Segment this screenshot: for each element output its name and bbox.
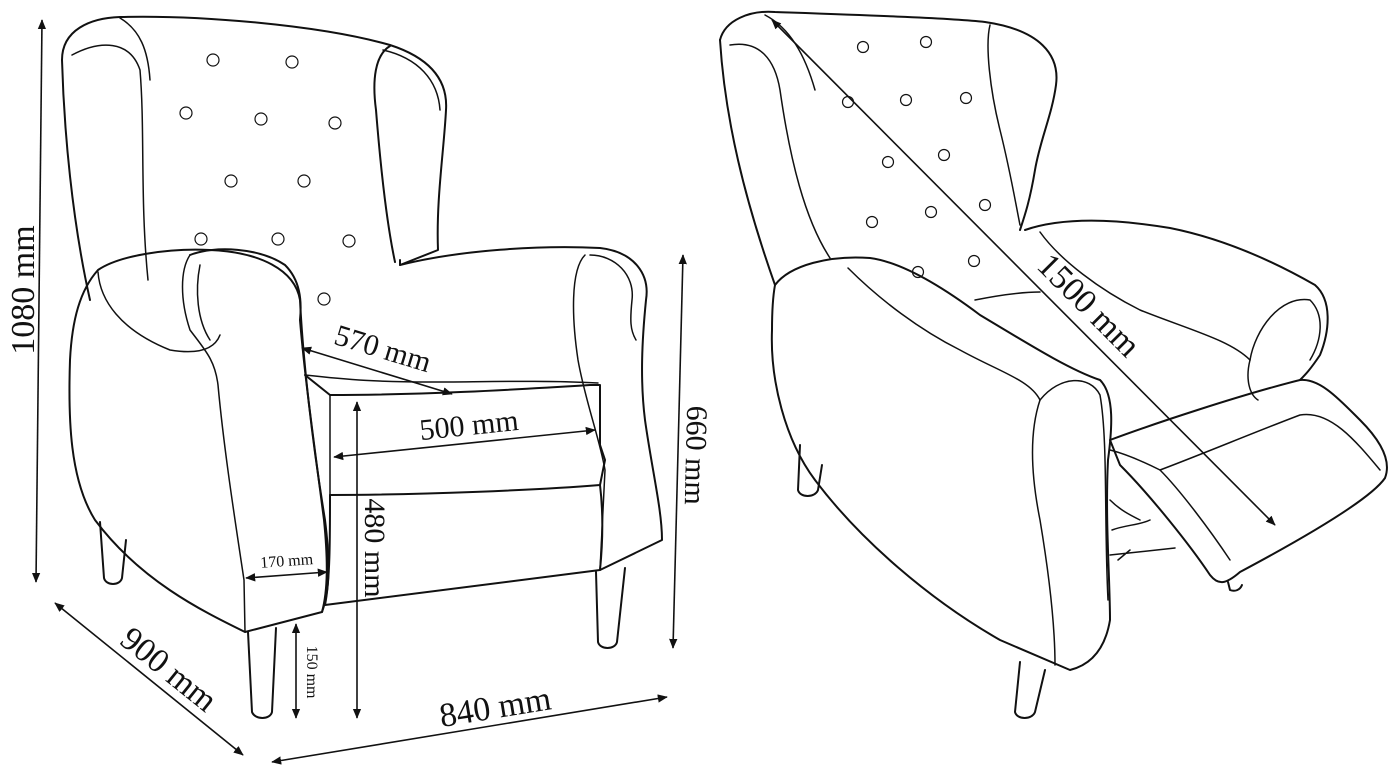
front-left-leg <box>247 627 277 719</box>
leg-height-label: 150 mm <box>303 646 320 699</box>
right-arm-outline <box>399 246 663 571</box>
recliner-mechanism <box>1109 499 1176 561</box>
reclined-tufting-buttons <box>841 35 992 279</box>
reclined-left-arm <box>770 256 1113 671</box>
height-label: 1080 mm <box>5 225 42 354</box>
arm-height-dimension-line <box>669 254 687 649</box>
depth-label: 900 mm <box>113 620 224 719</box>
seat-depth-dimension-line <box>301 346 453 396</box>
footrest <box>1109 378 1388 584</box>
front-view-chair <box>61 15 663 719</box>
dimension-labels: 1080 mm 900 mm 840 mm 660 mm 570 mm 500 … <box>5 225 1147 735</box>
arm-height-label: 660 mm <box>678 405 714 505</box>
front-view-dimension-lines <box>31 19 687 765</box>
chair-right-wing <box>373 45 396 263</box>
reclined-far-leg <box>1227 581 1243 592</box>
reclined-view-chair <box>719 10 1388 719</box>
front-right-leg <box>595 567 626 649</box>
reclined-back-outline <box>719 10 1058 231</box>
reclined-length-label: 1500 mm <box>1030 247 1148 365</box>
back-left-leg <box>99 521 127 585</box>
seat-width-dimension-line <box>333 426 596 461</box>
reclined-back-leg <box>797 444 823 497</box>
reclined-length-dimension-line <box>771 19 1276 526</box>
width-label: 840 mm <box>437 680 554 735</box>
width-dimension-line <box>271 694 668 765</box>
reclined-front-leg <box>1014 661 1046 719</box>
seat-height-label: 480 mm <box>358 498 391 597</box>
chair-back-left-edge <box>61 59 91 301</box>
left-arm-roll <box>189 248 328 613</box>
tufting-buttons <box>179 53 356 306</box>
arm-width-label: 170 mm <box>260 551 315 572</box>
chair-back-outline <box>61 15 448 266</box>
height-dimension-line <box>31 19 47 583</box>
arm-width-dimension-line <box>245 568 328 582</box>
depth-dimension-line <box>54 602 244 756</box>
seat-depth-label: 570 mm <box>331 319 435 380</box>
seat-front <box>324 484 604 606</box>
seat-width-label: 500 mm <box>418 404 520 447</box>
